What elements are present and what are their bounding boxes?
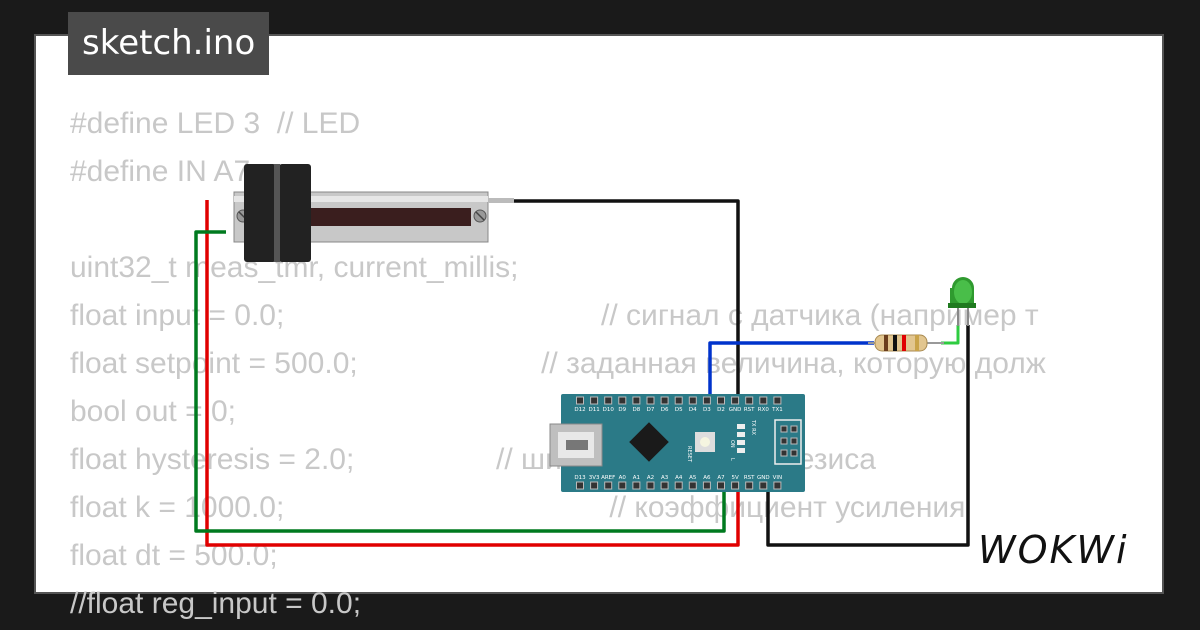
code-line: float input = 0.0; // сигнал с датчика (… <box>70 299 1039 332</box>
pin-a7[interactable]: A7 <box>717 475 725 490</box>
on-label: ON <box>729 440 735 448</box>
wokwi-logo: WOKWi <box>978 528 1129 572</box>
pin-aref[interactable]: AREF <box>601 475 615 490</box>
pin-d5[interactable]: D5 <box>674 396 683 413</box>
led[interactable] <box>948 277 976 326</box>
pin-label: GND <box>729 407 742 413</box>
pin-label: D10 <box>603 407 615 413</box>
pin-label: 3V3 <box>589 475 600 481</box>
pin-d11[interactable]: D11 <box>588 396 600 413</box>
pin-5v[interactable]: 5V <box>731 475 740 490</box>
reset-label: RESET <box>686 446 692 463</box>
pin-vin[interactable]: VIN <box>773 475 783 490</box>
pin-d2[interactable]: D2 <box>717 396 725 413</box>
pin-label: TX1 <box>771 407 783 413</box>
pin-d10[interactable]: D10 <box>603 396 615 413</box>
pin-d9[interactable]: D9 <box>618 396 627 413</box>
pin-label: D13 <box>574 475 586 481</box>
pin-a2[interactable]: A2 <box>646 475 655 490</box>
pin-d8[interactable]: D8 <box>632 396 641 413</box>
pin-rst[interactable]: RST <box>744 475 755 490</box>
slider-knob[interactable] <box>244 164 311 262</box>
slide-potentiometer[interactable] <box>233 164 514 262</box>
pin-label: D2 <box>717 407 725 413</box>
code-line: #define LED 3 // LED <box>70 107 361 140</box>
pin-label: A0 <box>619 475 627 481</box>
pin-label: A7 <box>717 475 725 481</box>
chip-icon <box>629 422 669 462</box>
pin-tx1[interactable]: TX1 <box>771 396 783 413</box>
pin-label: GND <box>757 475 770 481</box>
pin-label: D12 <box>574 407 585 413</box>
pin-label: RST <box>744 475 755 481</box>
pin-3v3[interactable]: 3V3 <box>589 475 600 490</box>
pin-label: A1 <box>633 475 640 481</box>
code-line: float k = 1000.0; // коэффициент усилени… <box>70 491 966 524</box>
code-line: bool out = 0; <box>70 395 236 428</box>
wire-black <box>514 199 740 400</box>
icsp-pin <box>790 437 798 445</box>
pin-a0[interactable]: A0 <box>618 475 627 490</box>
pin-label: D5 <box>675 407 683 413</box>
icsp-pin <box>780 437 788 445</box>
pin-label: A6 <box>703 475 711 481</box>
pin-label: D6 <box>661 407 669 413</box>
icsp-pin <box>790 425 798 433</box>
wire-blue <box>708 341 874 400</box>
pin-label: D7 <box>647 407 655 413</box>
wire-black-gnd <box>766 325 970 547</box>
wire-red <box>205 200 740 547</box>
pin-label: A3 <box>661 475 669 481</box>
txrx-label: TX RX <box>750 419 756 436</box>
code-line: #define IN A7 <box>70 155 251 188</box>
pin-rst[interactable]: RST <box>744 396 755 413</box>
icsp-pin <box>790 449 798 457</box>
pin-d13[interactable]: D13 <box>574 475 586 490</box>
pin-label: A4 <box>675 475 683 481</box>
pin-gnd[interactable]: GND <box>757 475 770 490</box>
code-line: float setpoint = 500.0; // заданная вели… <box>70 347 1046 380</box>
pin-label: D11 <box>588 407 599 413</box>
pin-label: 5V <box>731 475 738 481</box>
pin-d6[interactable]: D6 <box>660 396 669 413</box>
pin-a6[interactable]: A6 <box>702 475 711 490</box>
icsp-pin <box>780 449 788 457</box>
pin-d7[interactable]: D7 <box>646 396 655 413</box>
pin-d3[interactable]: D3 <box>702 396 711 413</box>
pin-label: VIN <box>773 475 783 481</box>
pin-a5[interactable]: A5 <box>688 475 697 490</box>
pin-label: AREF <box>601 475 615 481</box>
pin-d12[interactable]: D12 <box>574 396 586 413</box>
pin-label: RX0 <box>758 407 770 413</box>
pin-label: D8 <box>633 407 641 413</box>
pin-a1[interactable]: A1 <box>632 475 641 490</box>
pin-gnd[interactable]: GND <box>729 396 742 413</box>
pin-label: D9 <box>618 407 626 413</box>
icsp-pin <box>780 425 788 433</box>
pin-label: D3 <box>703 407 711 413</box>
pin-label: RST <box>744 407 755 413</box>
wire-green-led <box>941 325 960 345</box>
pin-d4[interactable]: D4 <box>688 396 697 413</box>
resistor[interactable] <box>868 334 944 352</box>
pin-a4[interactable]: A4 <box>674 475 683 490</box>
l-label: L <box>729 458 735 461</box>
pin-label: D4 <box>689 407 697 413</box>
pin-label: A5 <box>689 475 697 481</box>
code-line: //float reg_input = 0.0; <box>70 587 362 620</box>
pin-label: A2 <box>647 475 654 481</box>
wire-green <box>194 230 726 533</box>
pin-a3[interactable]: A3 <box>660 475 669 490</box>
file-title: sketch.ino <box>68 12 270 75</box>
pin-rx0[interactable]: RX0 <box>758 396 770 413</box>
